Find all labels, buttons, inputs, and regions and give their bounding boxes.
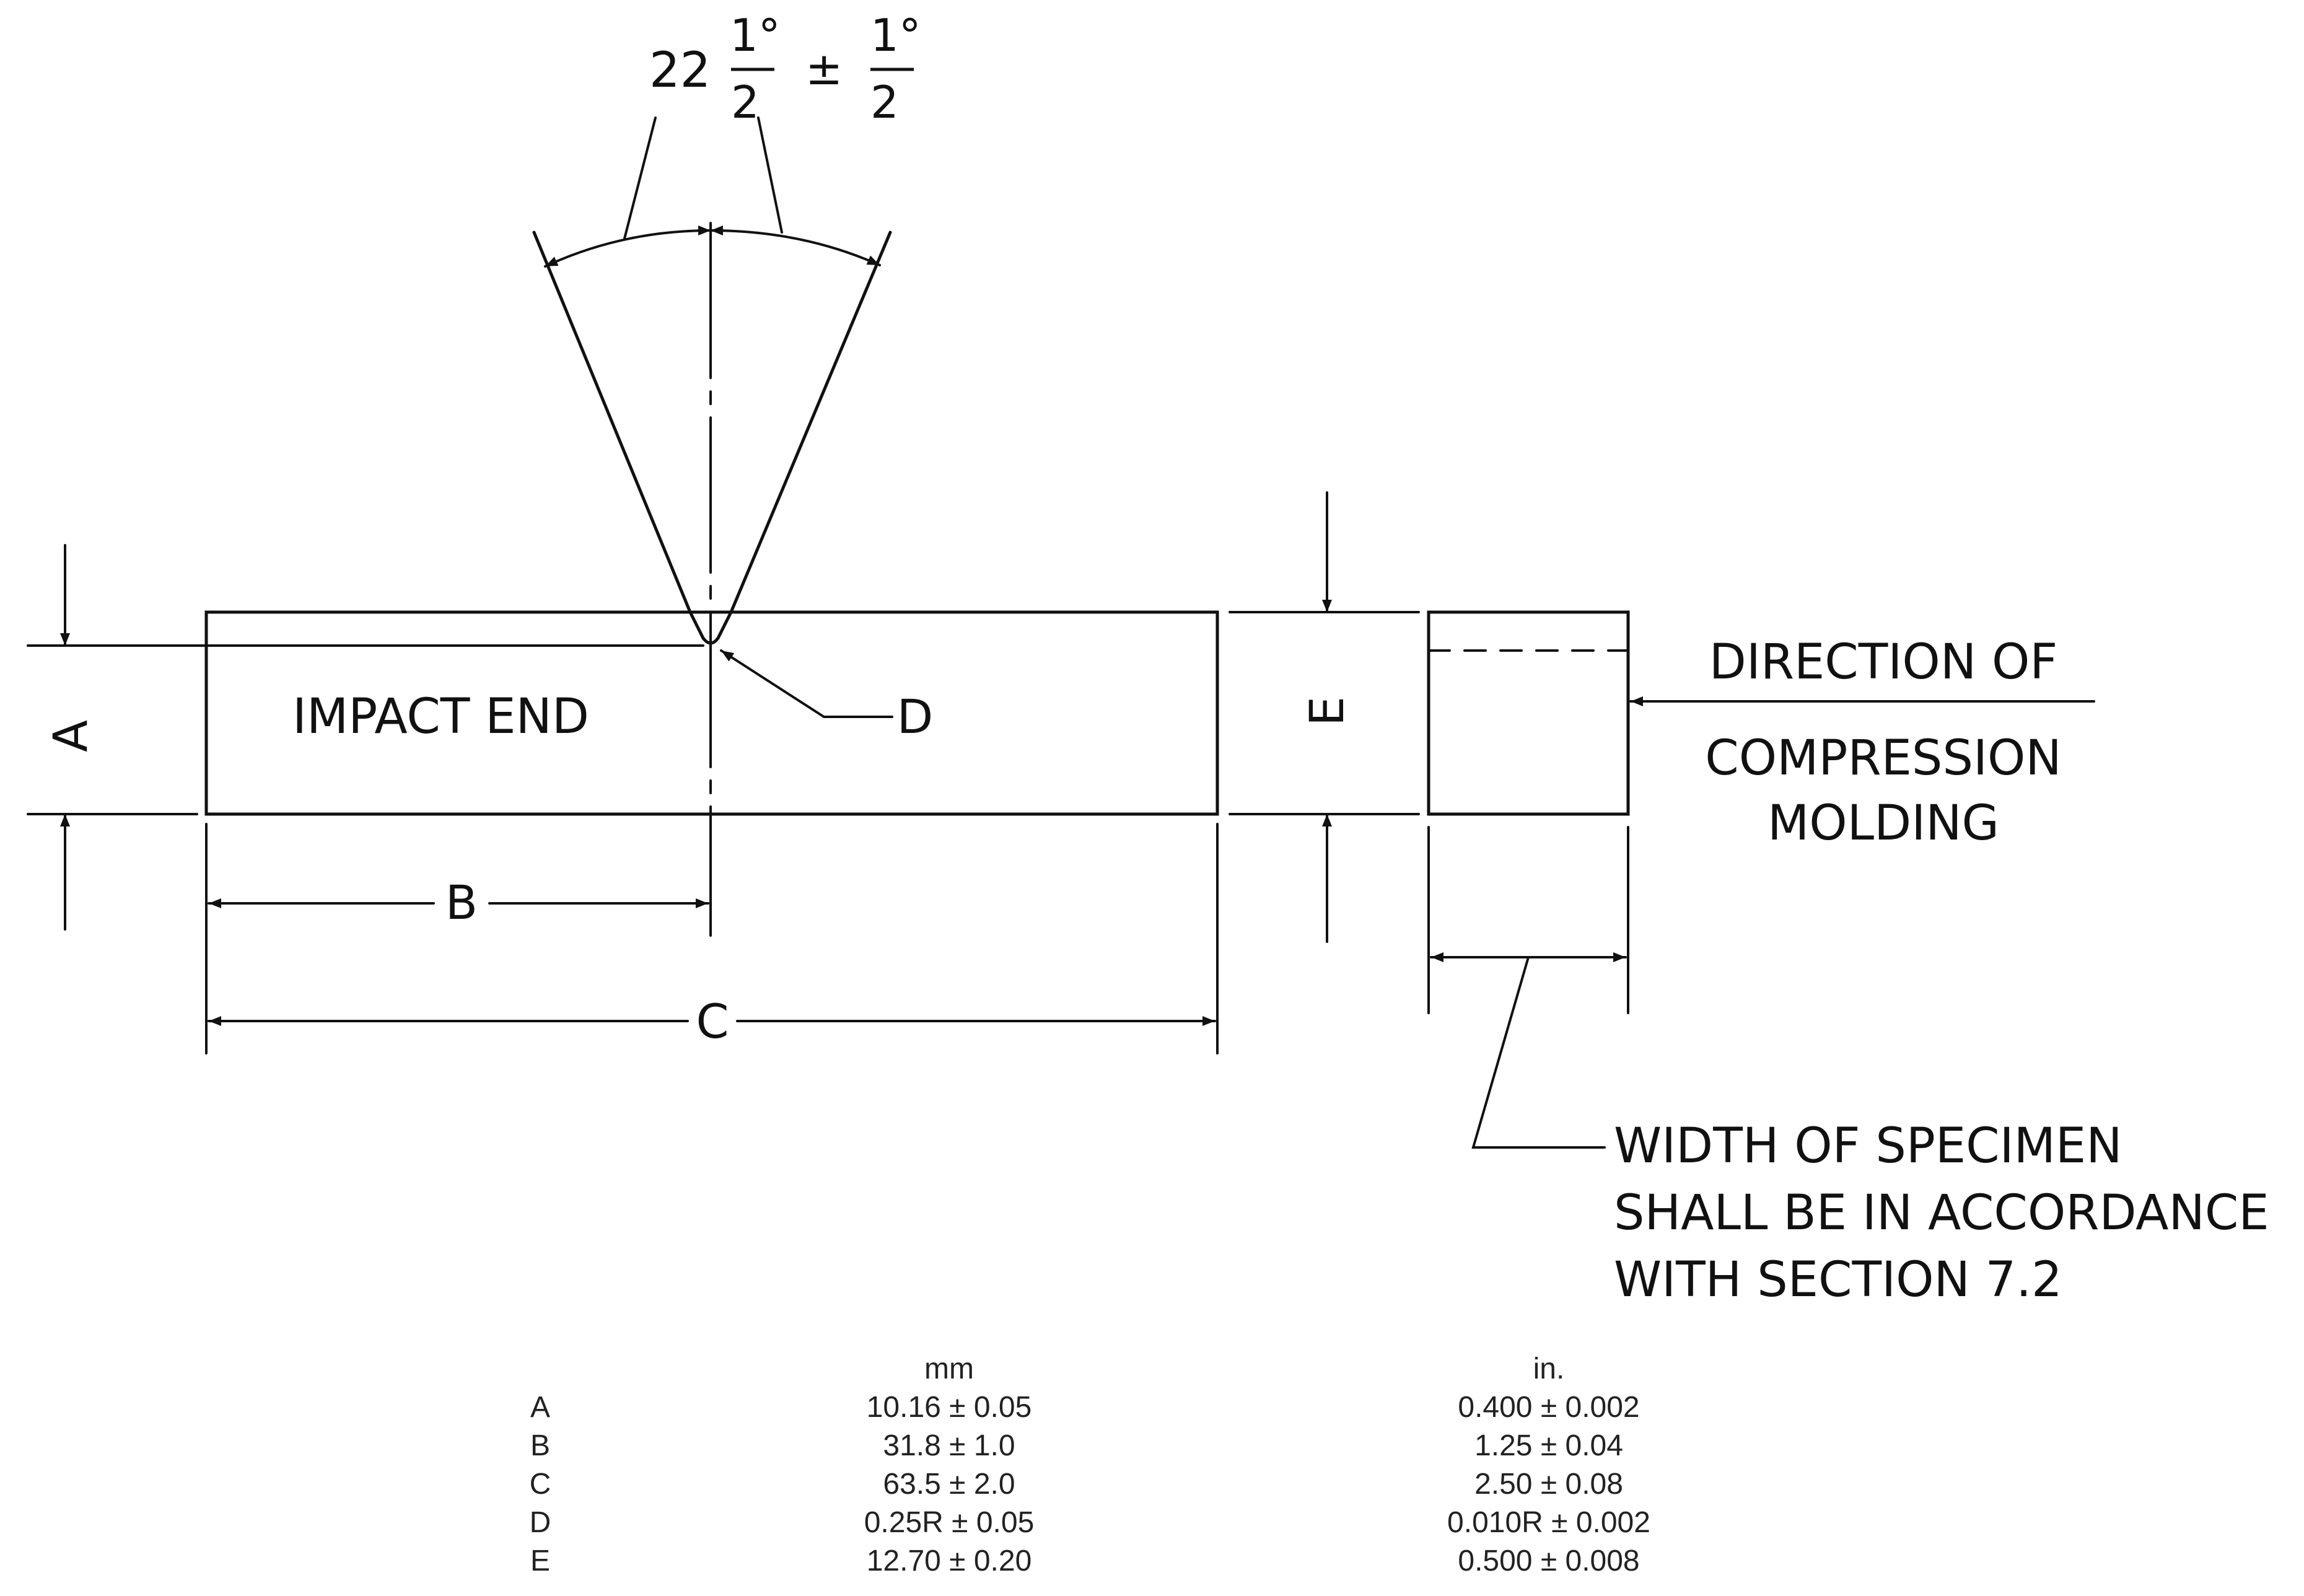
table-row-d-mm: 0.25R ± 0.05	[864, 1506, 1035, 1539]
table-row-c-key: C	[530, 1468, 551, 1501]
table-row-c-in: 2.50 ± 0.08	[1474, 1468, 1623, 1501]
table-row-b-mm: 31.8 ± 1.0	[883, 1429, 1015, 1462]
specimen-end-view	[1427, 610, 1630, 816]
angle-plusminus: ±	[805, 43, 843, 95]
cutter-right-edge	[729, 230, 892, 614]
angle-arc-right	[709, 226, 881, 266]
angle-tol-num: 1°	[870, 9, 921, 61]
direction-note-line2: COMPRESSION	[1705, 730, 2061, 786]
a-label: A	[43, 720, 98, 752]
angle-frac-den: 2	[731, 76, 760, 128]
table-row-e-mm: 12.70 ± 0.20	[867, 1545, 1032, 1577]
angle-whole: 22	[649, 43, 711, 99]
angle-arc-left	[544, 226, 712, 268]
table-row-b-in: 1.25 ± 0.04	[1474, 1429, 1623, 1462]
impact-end-label: IMPACT END	[292, 689, 589, 745]
width-leader	[1471, 956, 1606, 1149]
angle-frac-num: 1°	[730, 9, 781, 61]
dimension-table: mm in. A 10.16 ± 0.05 0.400 ± 0.002 B 31…	[530, 1353, 1650, 1577]
angle-leader-left	[623, 116, 657, 240]
table-row-a-mm: 10.16 ± 0.05	[867, 1391, 1032, 1424]
table-header-mm: mm	[924, 1353, 974, 1385]
d-label: D	[897, 689, 934, 744]
angle-tol-den: 2	[870, 76, 899, 128]
b-label: B	[445, 875, 478, 930]
direction-note-line1: DIRECTION OF	[1709, 634, 2057, 690]
angle-leader-right	[757, 116, 783, 234]
table-row-b-key: B	[530, 1429, 550, 1462]
table-row-d-key: D	[530, 1506, 551, 1539]
e-label: E	[1299, 696, 1354, 726]
table-row-d-in: 0.010R ± 0.002	[1447, 1506, 1650, 1539]
table-row-e-in: 0.500 ± 0.008	[1458, 1545, 1639, 1577]
direction-note-line3: MOLDING	[1767, 796, 1999, 851]
table-header-in: in.	[1533, 1353, 1565, 1385]
table-row-a-key: A	[530, 1391, 550, 1424]
table-row-c-mm: 63.5 ± 2.0	[883, 1468, 1015, 1501]
table-row-a-in: 0.400 ± 0.002	[1458, 1391, 1639, 1424]
c-label: C	[696, 994, 729, 1049]
width-note-line3: WITH SECTION 7.2	[1614, 1252, 2062, 1308]
width-note-line1: WIDTH OF SPECIMEN	[1614, 1118, 2122, 1174]
table-row-e-key: E	[530, 1545, 550, 1577]
cutter-left-edge	[532, 230, 692, 614]
width-note-line2: SHALL BE IN ACCORDANCE	[1614, 1185, 2269, 1241]
d-leader	[720, 649, 893, 718]
